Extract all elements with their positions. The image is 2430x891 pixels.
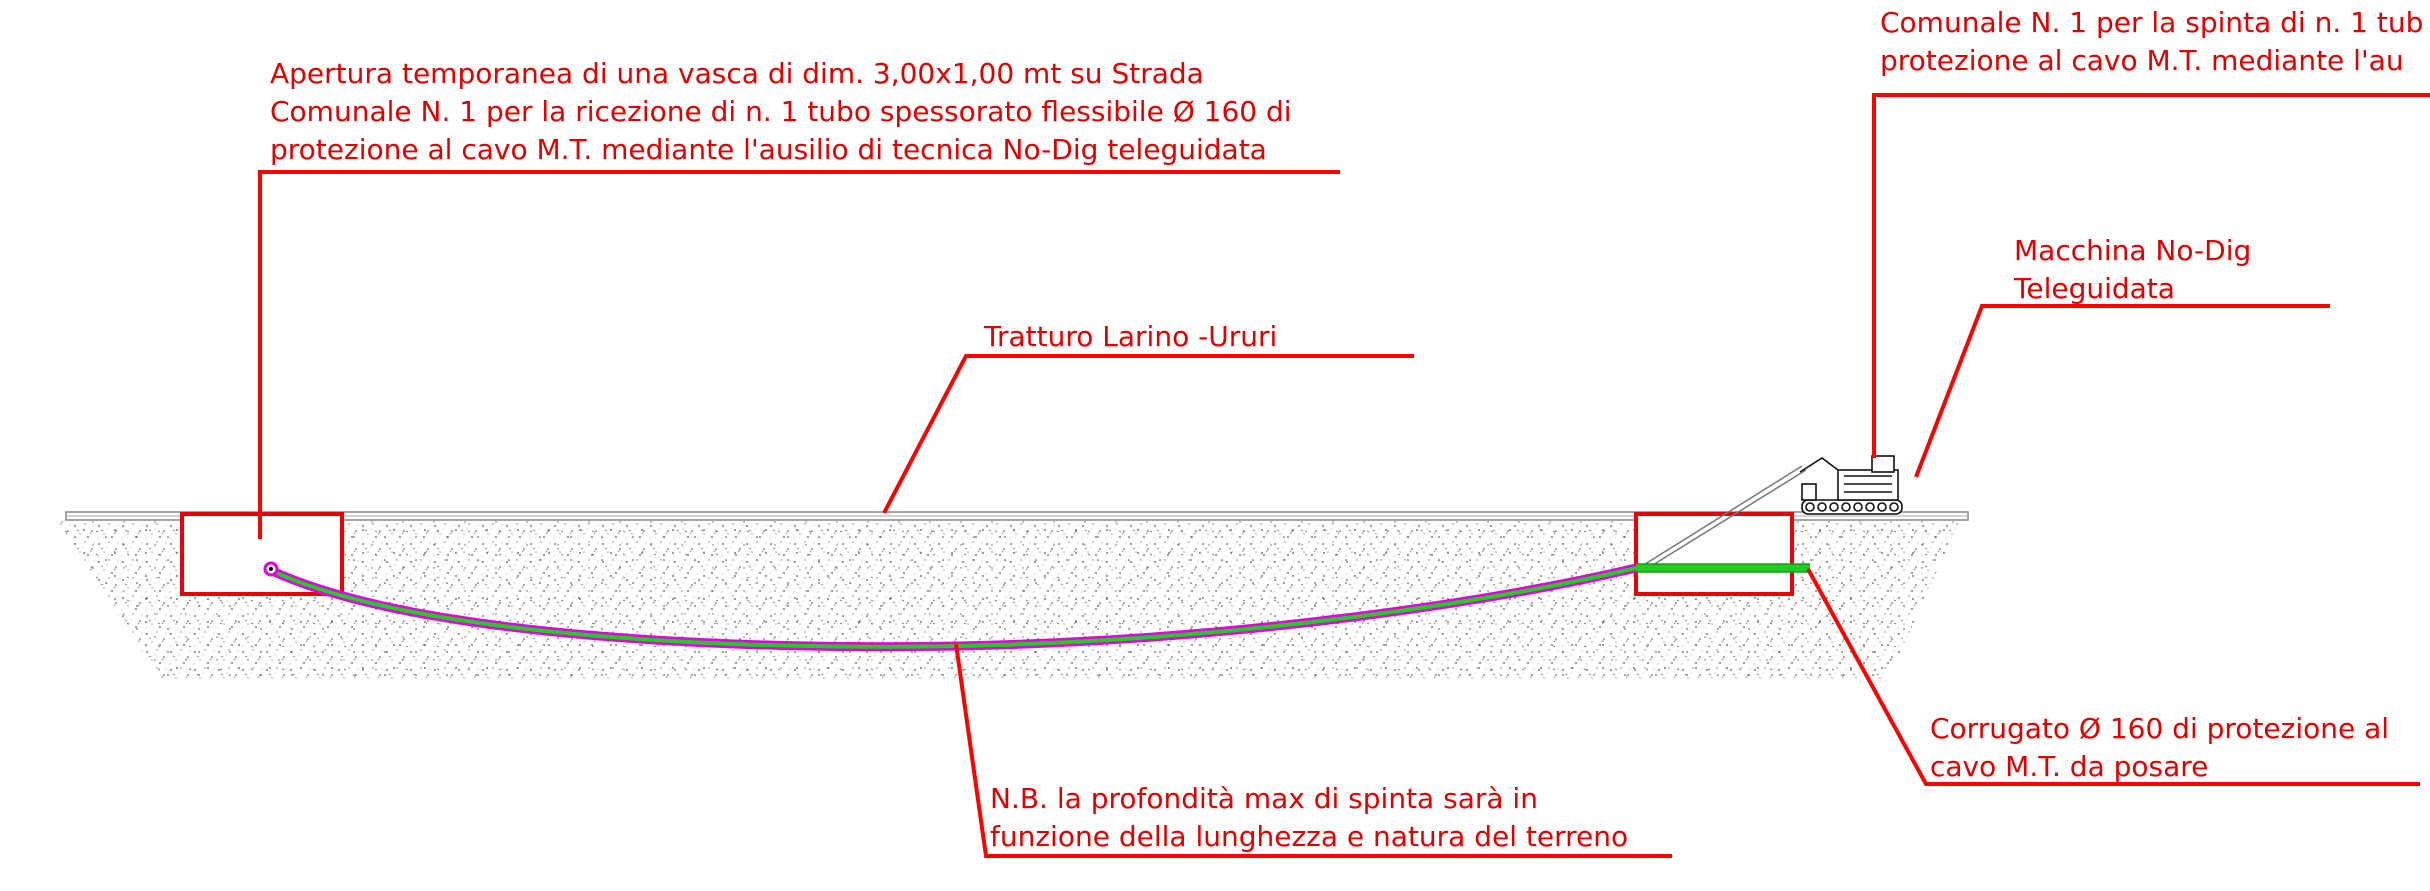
soil-fill-overlay [56, 520, 1960, 680]
leader-pit-left [258, 170, 1340, 539]
leader-machine [1914, 304, 2330, 478]
label-pit-right: Comunale N. 1 per la spinta di n. 1 tub … [1880, 6, 2430, 77]
drill-rod [1641, 465, 1807, 569]
label-machine: Macchina No-Dig Teleguidata [2013, 234, 2260, 305]
right-pit [1634, 512, 1794, 596]
pipe-bore [263, 561, 1810, 652]
label-note: N.B. la profondità max di spinta sarà in… [990, 782, 1628, 853]
pipe-inner-green [269, 566, 1637, 649]
horizontal-directional-drilling-rig-icon [1799, 455, 1903, 515]
label-pit-left: Apertura temporanea di una vasca di dim.… [270, 57, 1300, 166]
pipe-straight-segment-outline [1636, 563, 1810, 573]
label-road: Tratturo Larino -Ururi [983, 320, 1277, 353]
leader-pipe [1806, 568, 2420, 786]
leader-road [882, 354, 1414, 514]
leader-lines [258, 93, 2430, 858]
label-pipe: Corrugato Ø 160 di protezione al cavo M.… [1930, 712, 2398, 783]
ground-section [56, 511, 1969, 680]
leader-pit-right [1872, 93, 2430, 458]
leader-note [954, 643, 1672, 858]
